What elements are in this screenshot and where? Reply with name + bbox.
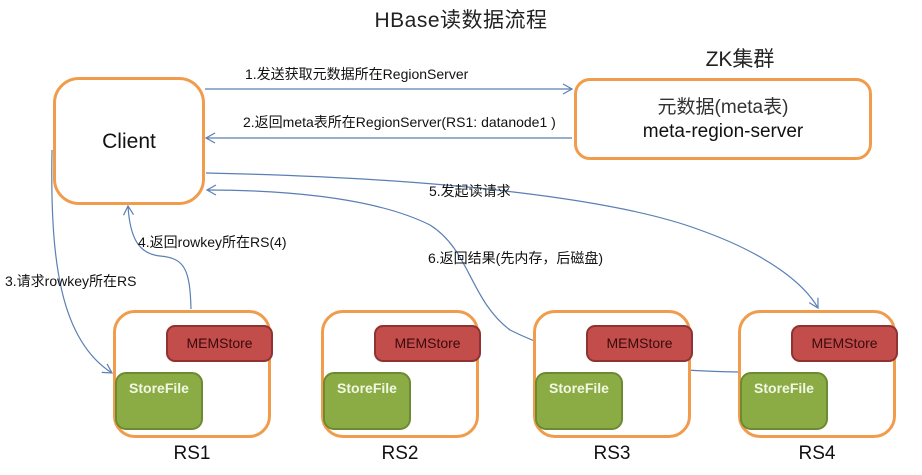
memstore-block: MEMStore [586,325,693,362]
client-label: Client [102,130,156,153]
zk-meta-table-label: 元数据(meta表) [657,97,789,118]
client-node[interactable]: Client [53,77,205,205]
rs1-label: RS1 [173,443,211,464]
zk-cluster-label: ZK集群 [705,48,775,71]
arrow-step-4 [122,204,192,310]
diagram-title: HBase读数据流程 [374,9,548,32]
storefile-block: StoreFile [115,372,203,430]
arrow-step-5 [205,172,819,310]
storefile-block: StoreFile [535,372,623,430]
rs2-label: RS2 [381,443,419,464]
rs4-label: RS4 [798,443,836,464]
region-server-rs4[interactable]: MEMStore StoreFile [738,310,898,438]
memstore-block: MEMStore [791,325,898,362]
step-6-label: 6.返回结果(先内存，后磁盘) [428,250,603,266]
step-5-label: 5.发起读请求 [429,183,511,199]
arrow-step-3 [51,149,114,374]
region-server-rs1[interactable]: MEMStore StoreFile [113,310,273,438]
memstore-block: MEMStore [374,325,481,362]
step-2-label: 2.返回meta表所在RegionServer(RS1: datanode1 ) [243,114,556,130]
region-server-rs3[interactable]: MEMStore StoreFile [533,310,693,438]
storefile-block: StoreFile [323,372,411,430]
step-1-label: 1.发送获取元数据所在RegionServer [245,66,469,82]
step-4-label: 4.返回rowkey所在RS(4) [138,234,287,250]
region-server-rs2[interactable]: MEMStore StoreFile [321,310,481,438]
rs3-label: RS3 [593,443,631,464]
memstore-block: MEMStore [166,325,273,362]
zk-meta-region-server-label: meta-region-server [642,121,804,142]
step-3-label: 3.请求rowkey所在RS [5,273,137,289]
zk-meta-node[interactable]: 元数据(meta表) meta-region-server [574,78,872,160]
storefile-block: StoreFile [740,372,828,430]
